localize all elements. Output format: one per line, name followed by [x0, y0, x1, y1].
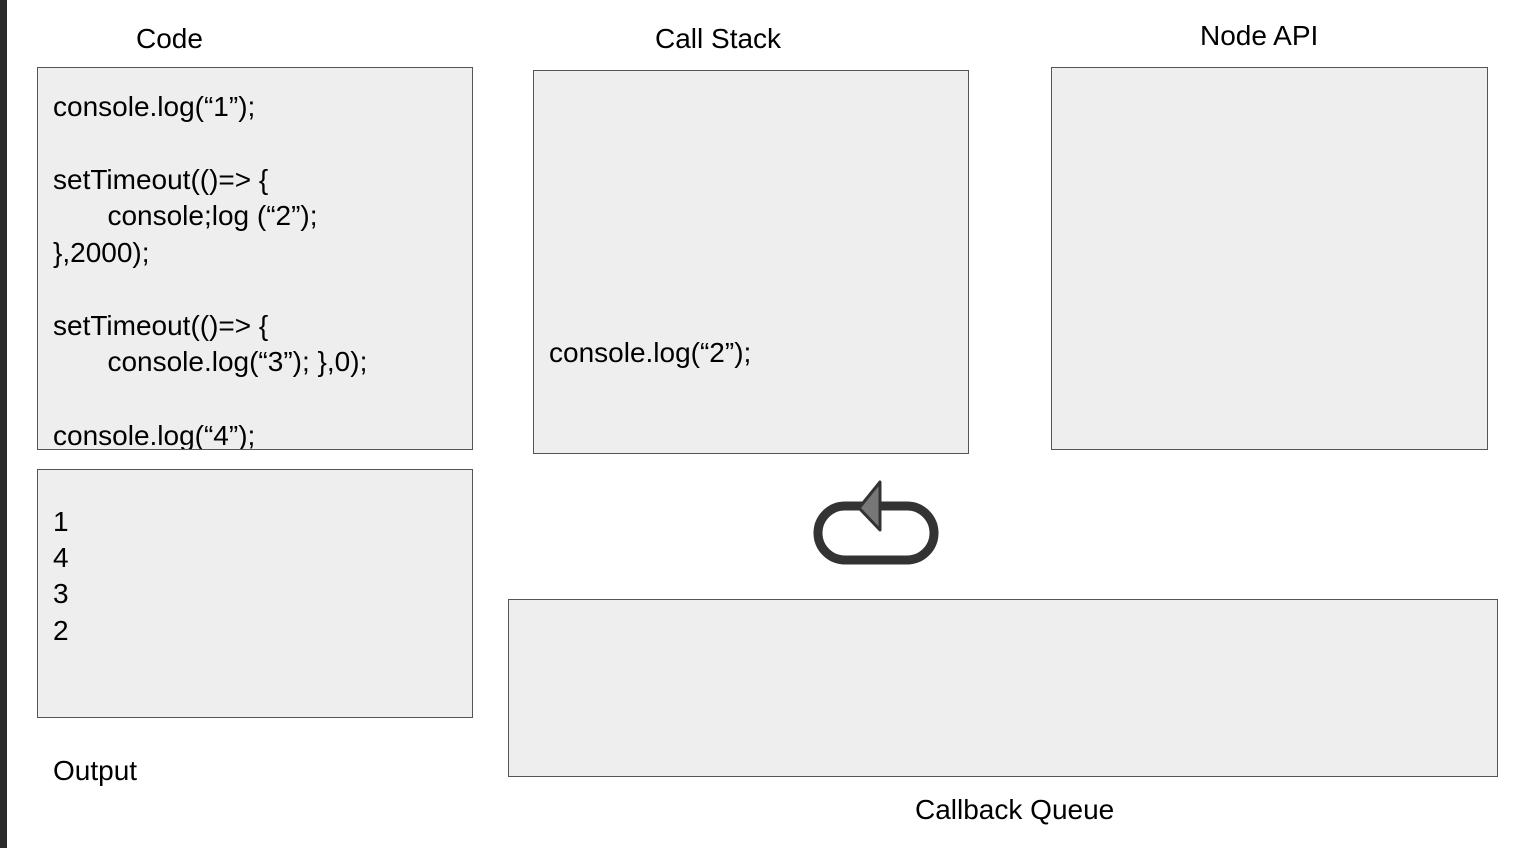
code-line: setTimeout(()=> {	[53, 310, 269, 341]
code-line: setTimeout(()=> {	[53, 164, 269, 195]
code-panel: console.log(“1”); setTimeout(()=> { cons…	[37, 67, 473, 450]
output-line: 4	[53, 542, 69, 573]
node-api-panel	[1051, 67, 1488, 450]
output-panel: 1 4 3 2	[37, 469, 473, 718]
callback-queue-panel	[508, 599, 1498, 777]
output-line: 2	[53, 615, 69, 646]
output-line: 3	[53, 578, 69, 609]
code-line: console.log(“1”);	[53, 91, 256, 122]
node-api-label: Node API	[1200, 20, 1319, 51]
callback-queue-label: Callback Queue	[915, 794, 1115, 825]
call-stack-panel: console.log(“2”);	[533, 70, 969, 454]
window-edge	[0, 0, 7, 848]
code-line: console.log(“4”);	[53, 420, 256, 450]
code-line: console.log(“3”); },0);	[53, 346, 368, 377]
event-loop-icon	[813, 480, 939, 565]
call-stack-label: Call Stack	[655, 23, 782, 54]
code-label: Code	[136, 23, 203, 54]
call-stack-item: console.log(“2”);	[549, 337, 752, 368]
output-line: 1	[53, 506, 69, 537]
code-line: console;log (“2”);	[53, 200, 318, 231]
code-line: },2000);	[53, 237, 150, 268]
output-label: Output	[53, 755, 138, 786]
